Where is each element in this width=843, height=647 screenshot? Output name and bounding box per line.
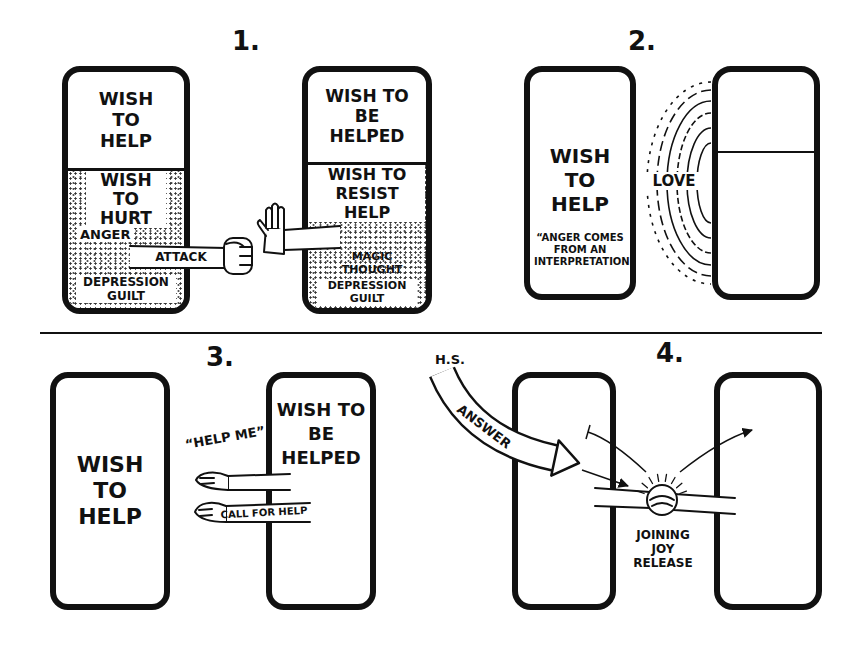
answer-arrow-body: [442, 372, 555, 458]
answer-arrow-head: [551, 440, 579, 475]
arm: [674, 494, 735, 514]
love-waves: [647, 82, 711, 284]
curved-arrow: [588, 432, 646, 472]
arm: [226, 503, 310, 522]
open-hand: [196, 473, 228, 490]
arm: [284, 226, 340, 250]
joined-light: [647, 485, 677, 515]
source-label: H.S.: [425, 352, 475, 367]
box-heading: WISH TO HELP: [65, 452, 155, 530]
box-note: ANGER: [78, 227, 133, 242]
panel-number: 3.: [200, 342, 240, 372]
mind-box: WISH TO HELP WISH TO HURTANGER DEPRESSION …: [62, 66, 190, 314]
textured-section: WISH TO RESIST HELP DEPRESSION GUILT: [308, 162, 426, 308]
open-hand: [195, 503, 226, 522]
love-wave: [667, 101, 711, 265]
release-arrows: [582, 425, 752, 486]
resisting-arm: [258, 204, 340, 255]
love-wave: [687, 128, 711, 238]
panel-divider: [40, 332, 822, 334]
empty-mind-box: [717, 375, 819, 607]
fist-fingers: [226, 243, 252, 265]
box-section-line: [718, 151, 814, 153]
arm: [595, 488, 650, 508]
curved-arrow: [680, 430, 752, 472]
small-arrow: [582, 470, 628, 486]
light-rays: [638, 474, 687, 493]
open-hand-fingers: [258, 204, 284, 237]
love-wave: [647, 82, 711, 284]
empty-mind-box: [715, 69, 817, 297]
box-heading: WISH TO HELP: [86, 88, 166, 151]
box-heading: WISH TO HELP: [535, 144, 625, 216]
box-note: DEPRESSION GUILT: [76, 275, 176, 303]
fist: [224, 238, 252, 274]
box-heading: WISH TO HURT: [86, 171, 166, 228]
mind-box: WISH TO HELP “ANGER COMES FROM AN INTERPR…: [524, 66, 636, 300]
joined-hands: [595, 474, 735, 515]
clasped-fingers: [650, 496, 674, 506]
box-note: “ANGER COMES FROM AN INTERPRETATION”: [532, 232, 628, 268]
love-label: LOVE: [646, 172, 702, 190]
box-note: DEPRESSION GUILT: [317, 279, 417, 305]
panel-number: 4.: [650, 338, 690, 368]
love-wave: [697, 143, 711, 223]
box-heading: WISH TO RESIST HELP: [309, 165, 425, 222]
empty-mind-box: [515, 375, 613, 607]
arm: [228, 474, 290, 490]
palm: [264, 228, 284, 254]
attack-arm: [130, 238, 252, 274]
textured-section: WISH TO HURTANGER DEPRESSION GUILT: [68, 168, 184, 308]
box-heading: WISH TO BE HELPED: [273, 398, 369, 470]
mind-box: WISH TO BE HELPED WISH TO RESIST HELP DEPR…: [302, 66, 432, 314]
reaching-arms: [195, 473, 310, 522]
love-wave: [657, 90, 711, 276]
box-heading: WISH TO BE HELPED: [322, 86, 412, 146]
speech-label: “HELP ME”: [179, 422, 270, 452]
hand-fingers: [200, 478, 214, 484]
panel-number: 2.: [622, 26, 662, 56]
mind-box: WISH TO HELP: [50, 372, 170, 610]
answer-arrow-outline: [442, 372, 555, 458]
holy-spirit-arrow: [442, 372, 579, 476]
panel-number: 1.: [226, 26, 266, 56]
love-wave: [677, 113, 711, 253]
mind-box: WISH TO BE HELPED: [266, 372, 376, 610]
result-label: JOINING JOY RELEASE: [632, 528, 694, 570]
hand-fingers: [199, 509, 212, 516]
arrow-tick: [586, 425, 590, 439]
arm: [130, 246, 226, 268]
